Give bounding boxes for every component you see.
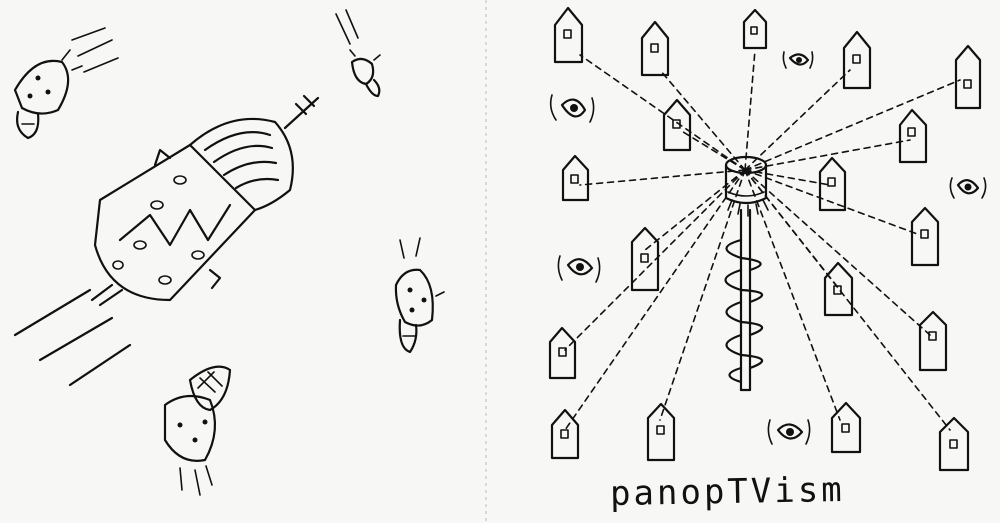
eye-icon [557,255,601,283]
house [818,156,847,212]
house [938,416,970,472]
house [662,98,692,152]
house [842,30,872,90]
right-panel [548,6,987,472]
house [918,310,948,372]
watching-eyes [549,51,987,445]
house [630,226,660,292]
house [640,20,670,77]
eye-icon [949,177,987,199]
house [823,261,854,317]
house [553,6,584,64]
eye-icon [767,419,811,445]
rocket-illustration [13,94,320,387]
house [898,108,928,164]
house [742,8,768,50]
house [646,402,676,462]
house [550,408,580,460]
watch-tower [724,155,769,392]
house [954,44,982,110]
eye-icon [782,51,814,69]
caption-title: panopTVism [609,469,846,515]
creature-right [394,237,445,354]
houses [548,6,982,472]
surveillance-lines [564,49,961,431]
creature-bottom [163,365,232,496]
house [561,154,590,202]
eye-icon [549,94,595,123]
tiny-creature-top [335,9,381,98]
house [830,401,862,454]
house [548,326,577,380]
left-panel [13,9,445,496]
small-creature-top-left [13,27,119,140]
house [910,206,940,267]
